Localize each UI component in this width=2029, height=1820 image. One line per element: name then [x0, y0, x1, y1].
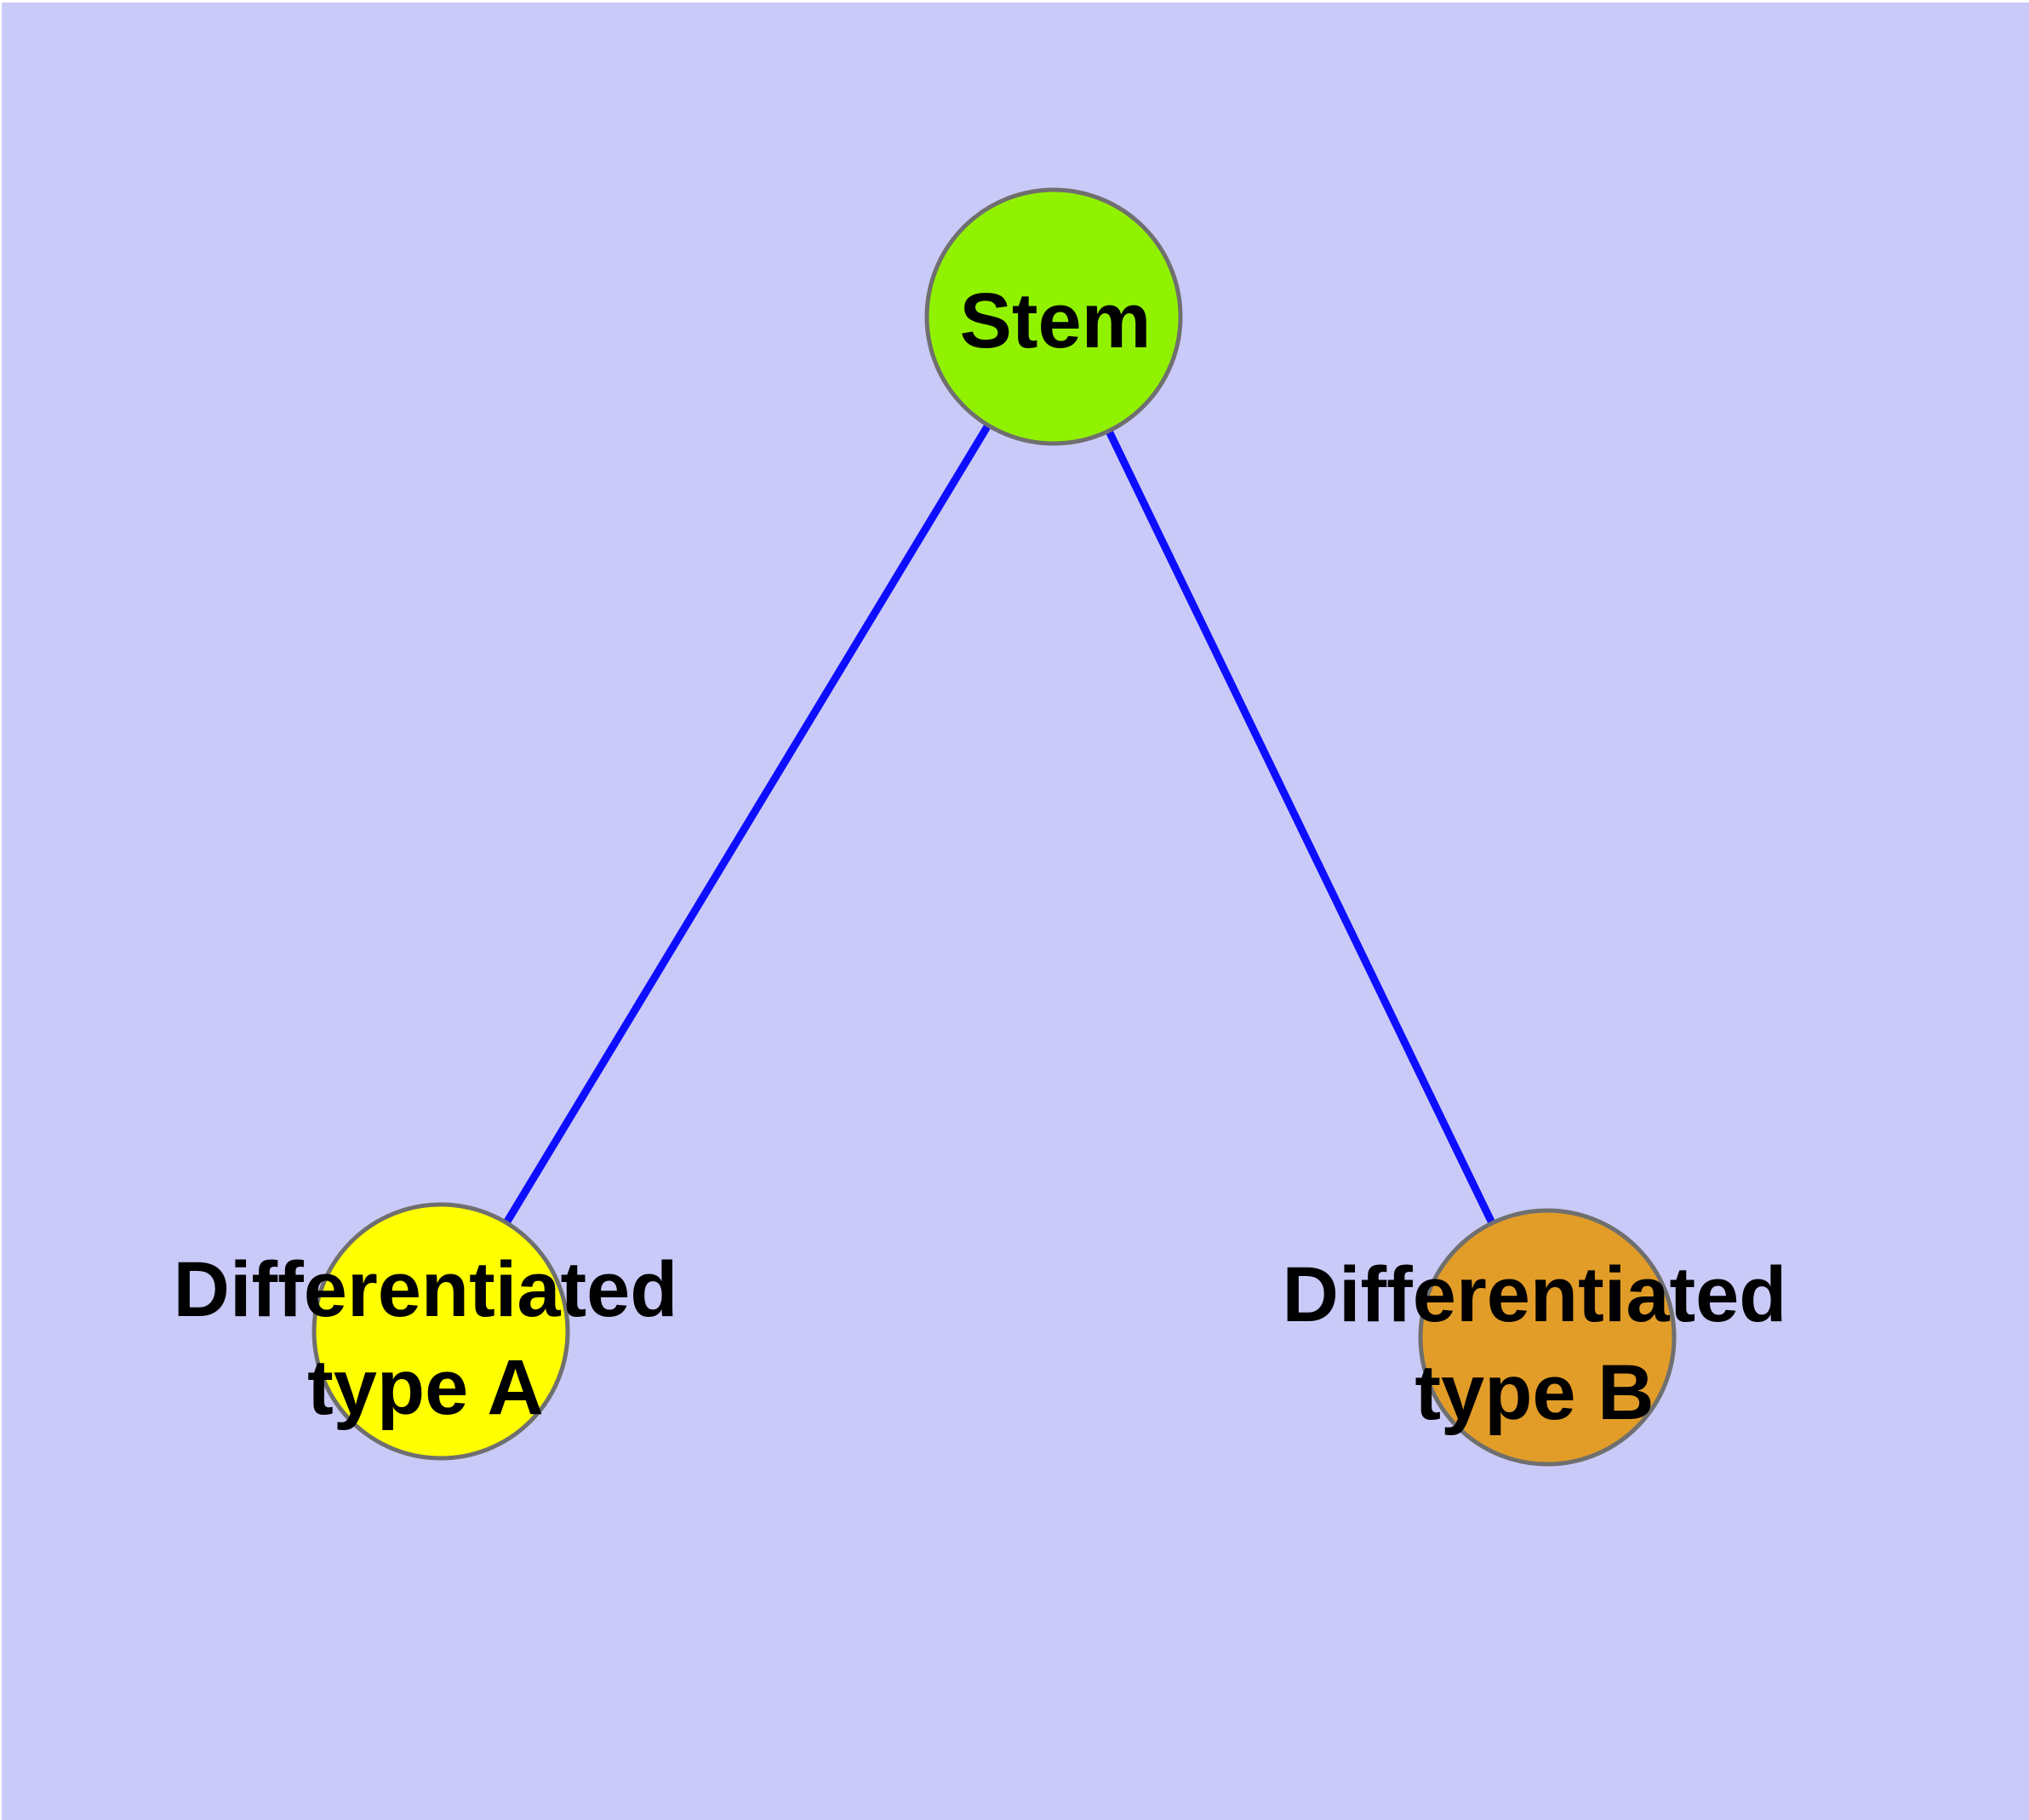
stem-node-label: Stem: [960, 278, 1152, 364]
differentiated-type-b-label-line1: Differentiated: [1283, 1251, 1787, 1338]
differentiated-type-b-node: [1418, 1208, 1677, 1467]
differentiated-type-b-label-line2: type B: [1415, 1349, 1654, 1436]
edge-stem-to-type-b: [1049, 312, 1552, 1342]
differentiated-type-a-label-line2: type A: [307, 1344, 544, 1431]
differentiated-type-a-label-line1: Differentiated: [174, 1246, 678, 1333]
differentiated-type-a-node: [311, 1202, 570, 1461]
stem-node: [924, 187, 1183, 446]
edge-stem-to-type-a: [437, 312, 1058, 1336]
